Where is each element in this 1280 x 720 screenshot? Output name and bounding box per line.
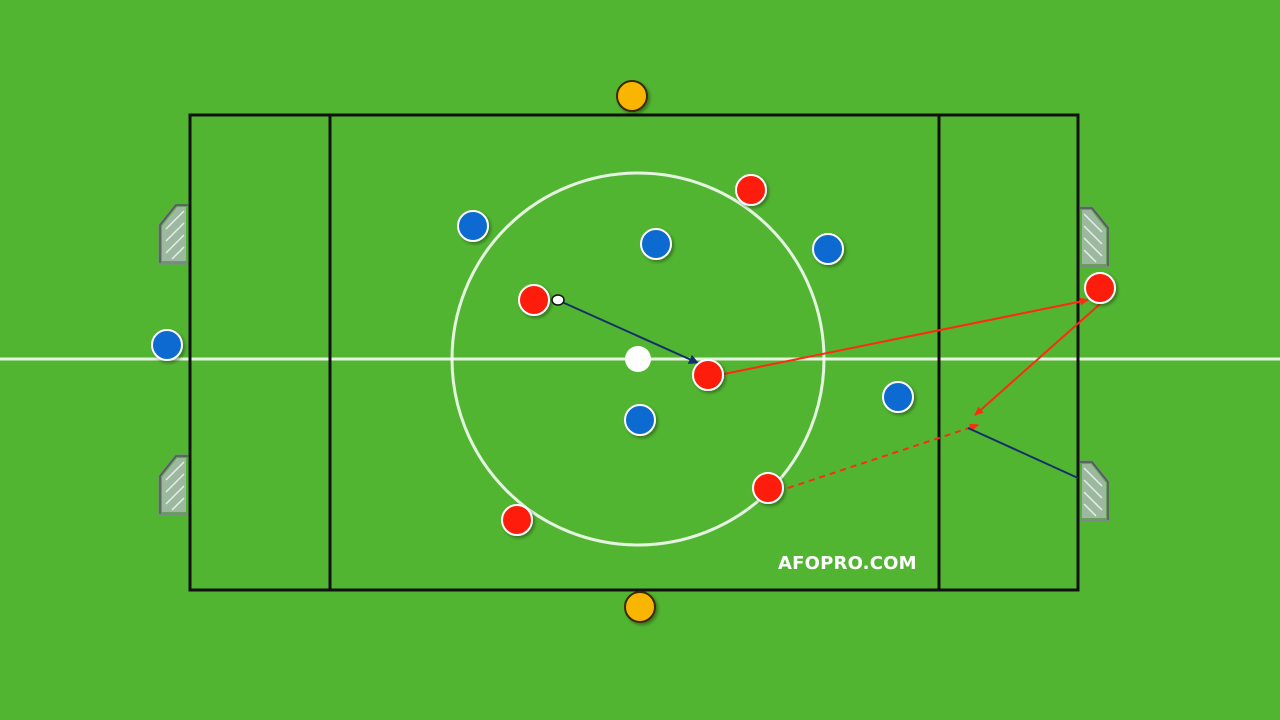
player-marker-icon bbox=[501, 504, 533, 536]
player-marker-icon bbox=[735, 174, 767, 206]
player-marker-icon bbox=[151, 329, 183, 361]
watermark: AFOPRO.COM bbox=[778, 553, 917, 574]
centre-spot bbox=[625, 346, 651, 372]
player-marker-icon bbox=[882, 381, 914, 413]
player-marker-icon bbox=[1084, 272, 1116, 304]
pitch-boundary bbox=[188, 113, 1080, 592]
pass-arrow-icon bbox=[561, 301, 699, 364]
pass-arrow-icon bbox=[974, 303, 1101, 416]
centre-circle bbox=[450, 171, 826, 547]
pass-arrow-icon bbox=[723, 297, 1089, 375]
player-marker-icon bbox=[616, 80, 648, 112]
player-marker-icon bbox=[812, 233, 844, 265]
player-marker-icon bbox=[752, 472, 784, 504]
player-marker-icon bbox=[692, 359, 724, 391]
pass-arrow-icon bbox=[787, 423, 979, 489]
player-marker-icon bbox=[518, 284, 550, 316]
player-marker-icon bbox=[457, 210, 489, 242]
players bbox=[151, 80, 1116, 623]
player-marker-icon bbox=[640, 228, 672, 260]
ball-icon bbox=[551, 294, 565, 306]
pass-arrow-icon bbox=[967, 427, 1079, 479]
player-marker-icon bbox=[624, 404, 656, 436]
player-marker-icon bbox=[624, 591, 656, 623]
